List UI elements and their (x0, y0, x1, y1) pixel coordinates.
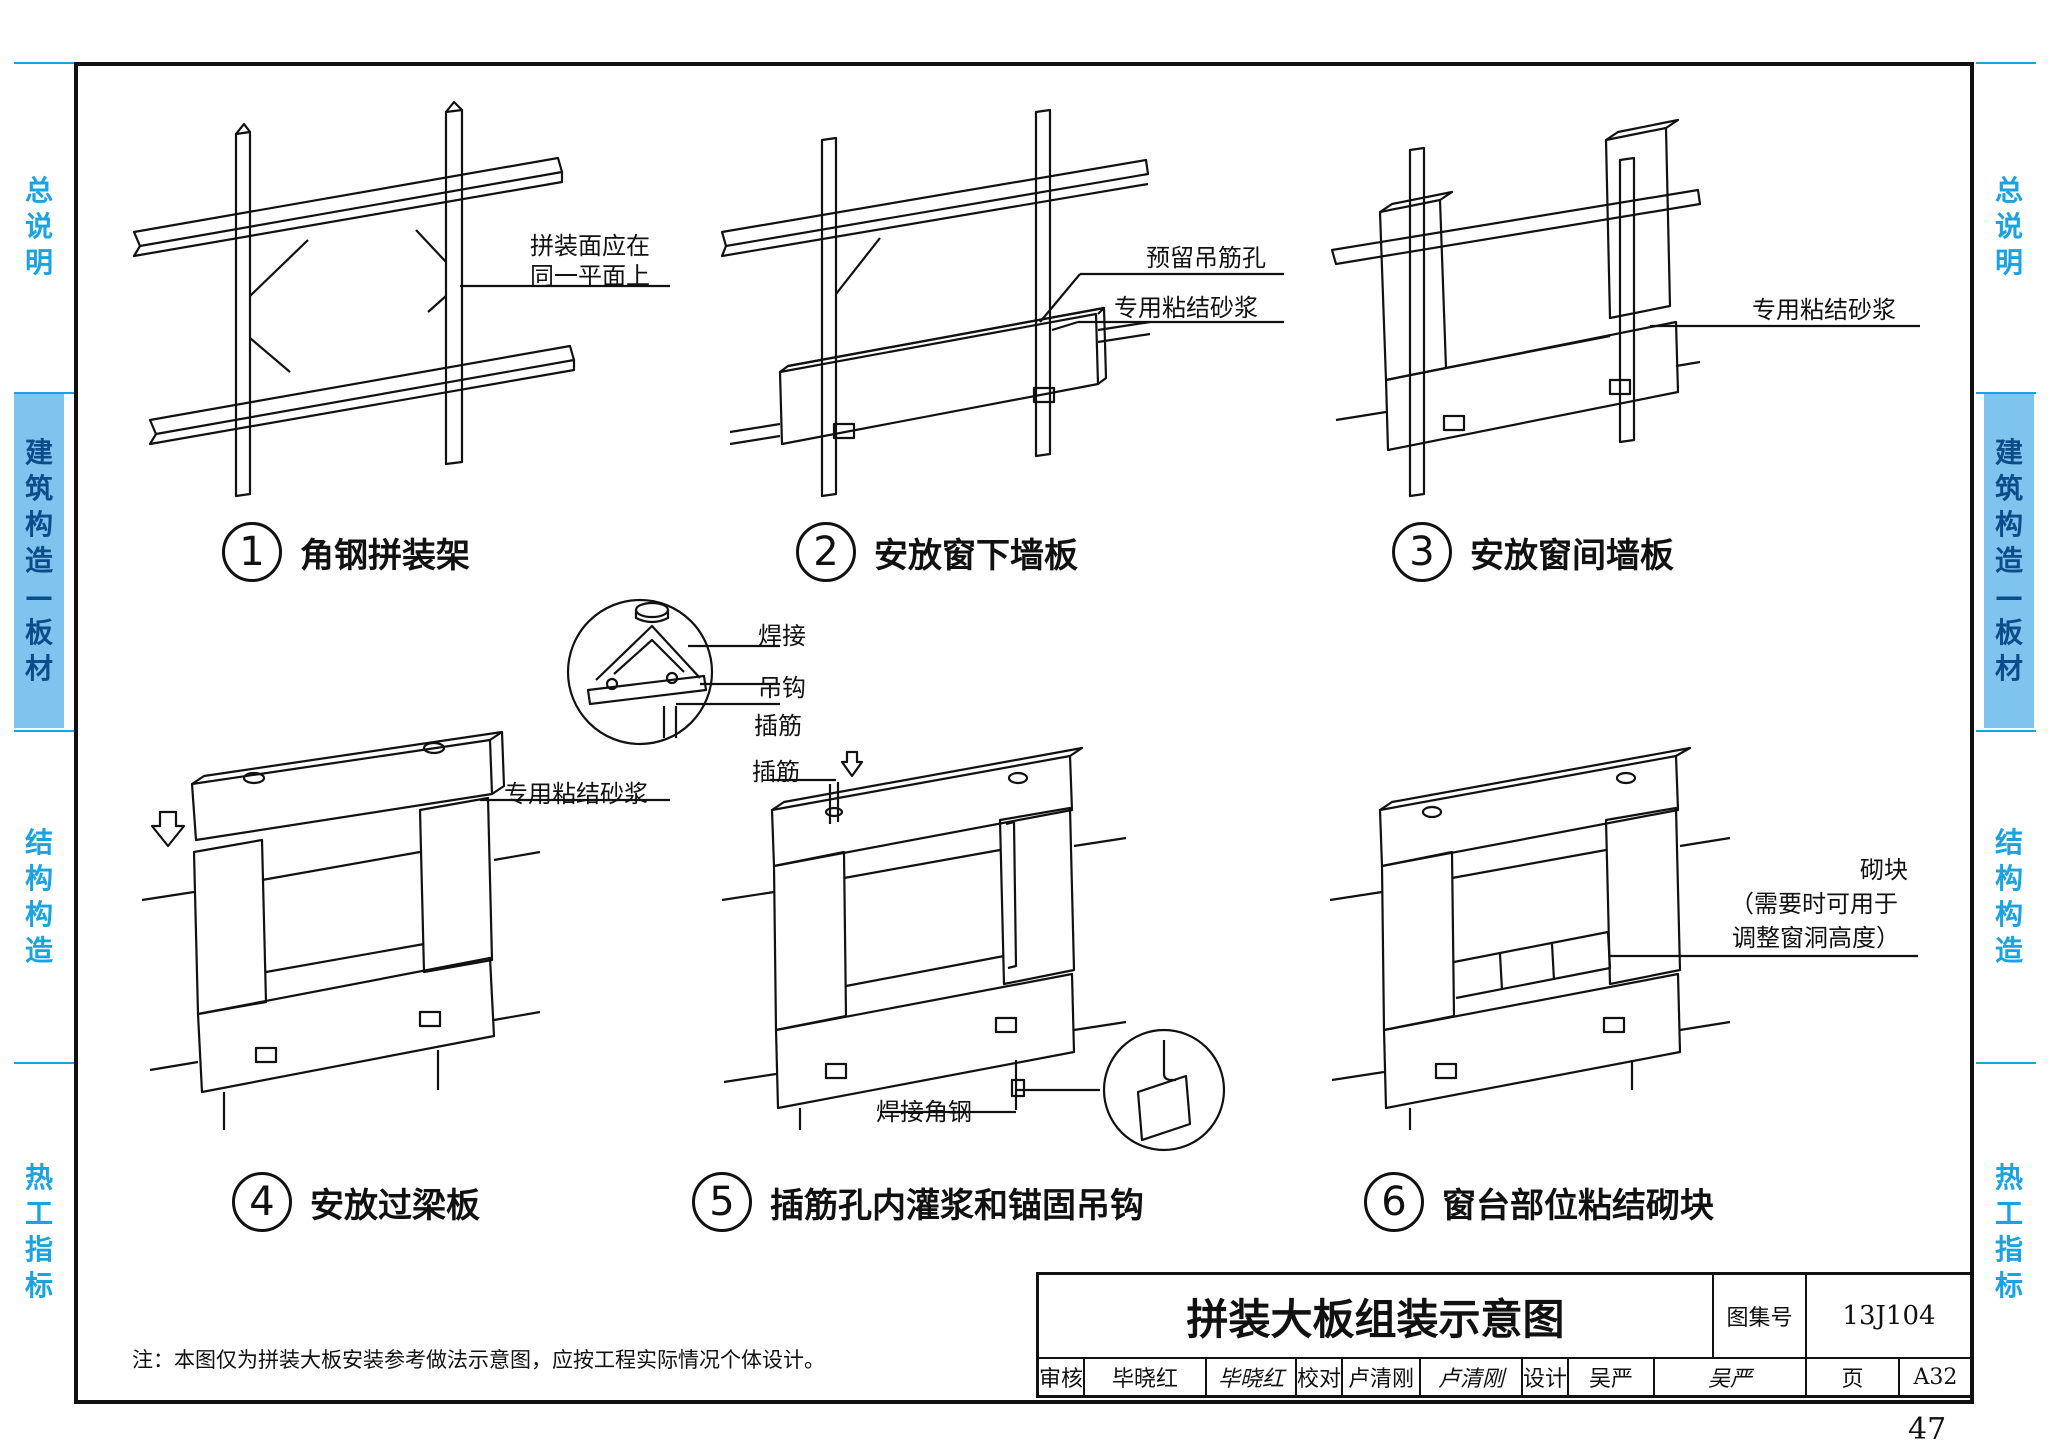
atlas-number: 13J104 (1807, 1275, 1971, 1359)
side-divider (1976, 62, 2036, 64)
check-signature: 卢清刚 (1421, 1359, 1523, 1395)
check-label: 校对 (1297, 1359, 1343, 1395)
step-number: 3 (1392, 522, 1452, 582)
drawing-frame (74, 62, 1974, 1404)
caption-step-1: 1 角钢拼装架 (222, 522, 470, 582)
figure-3-panels (1330, 118, 1920, 498)
caption-step-2: 2 安放窗下墙板 (796, 522, 1078, 582)
step-number: 2 (796, 522, 856, 582)
side-tab-structure[interactable]: 结构构造 (24, 826, 53, 967)
annotation-mortar: 专用粘结砂浆 (1114, 294, 1258, 322)
side-divider (14, 1062, 74, 1064)
page-code: A32 (1913, 1364, 1958, 1390)
drawing-note: 注：本图仅为拼装大板安装参考做法示意图，应按工程实际情况个体设计。 (132, 1348, 825, 1372)
side-tab-thermal-right[interactable]: 热工指标 (1994, 1161, 2023, 1302)
step-number: 5 (692, 1172, 752, 1232)
annotation-block: 调整窗洞高度） (1732, 924, 1900, 952)
side-divider (14, 392, 74, 394)
side-divider (14, 62, 74, 64)
side-divider (14, 730, 74, 732)
side-divider (1976, 1062, 2036, 1064)
side-tab-structure-right[interactable]: 结构构造 (1994, 826, 2023, 967)
step-title: 插筋孔内灌浆和锚固吊钩 (770, 1185, 1144, 1226)
page-number: 47 (1908, 1412, 1947, 1447)
annotation-same-plane: 同一平面上 (530, 262, 650, 290)
caption-step-3: 3 安放窗间墙板 (1392, 522, 1674, 582)
step-number: 4 (232, 1172, 292, 1232)
side-tab-thermal[interactable]: 热工指标 (24, 1161, 53, 1302)
step-title: 安放过梁板 (310, 1185, 480, 1226)
side-divider (1976, 392, 2036, 394)
figure-2-panel (720, 108, 1284, 498)
detail-hook (566, 598, 780, 746)
design-name: 吴严 (1569, 1359, 1655, 1395)
annotation-rebar: 插筋 (752, 758, 800, 786)
design-signature: 吴严 (1655, 1359, 1807, 1395)
review-label: 审核 (1039, 1359, 1085, 1395)
design-label: 设计 (1523, 1359, 1569, 1395)
annotation-reserved-hole: 预留吊筋孔 (1146, 244, 1266, 272)
figure-5-anchor (721, 746, 1127, 1130)
detail-angle (1102, 1028, 1226, 1152)
annotation-mortar: 专用粘结砂浆 (504, 780, 648, 808)
check-name: 卢清刚 (1343, 1359, 1421, 1395)
annotation-weld-angle: 焊接角钢 (876, 1098, 972, 1126)
annotation-hook: 吊钩 (758, 674, 806, 702)
annotation-same-plane: 拼装面应在 (530, 232, 650, 260)
figure-4-lintel (141, 730, 670, 1130)
figure-1-frame (132, 100, 670, 498)
step-title: 安放窗间墙板 (1470, 535, 1674, 576)
step-title: 安放窗下墙板 (874, 535, 1078, 576)
review-signature: 毕晓红 (1207, 1359, 1297, 1395)
caption-step-4: 4 安放过梁板 (232, 1172, 480, 1232)
review-name: 毕晓红 (1085, 1359, 1207, 1395)
drawing-title: 拼装大板组装示意图 (1039, 1275, 1714, 1359)
atlas-label: 图集号 (1714, 1275, 1807, 1359)
annotation-block: 砌块 (1860, 856, 1908, 884)
annotation-rebar: 插筋 (754, 712, 802, 740)
page-label: 页 (1807, 1359, 1900, 1395)
figure-6-blocks (1329, 746, 1918, 1130)
annotation-weld: 焊接 (758, 622, 806, 650)
annotation-mortar: 专用粘结砂浆 (1752, 296, 1896, 324)
step-number: 6 (1364, 1172, 1424, 1232)
step-title: 窗台部位粘结砌块 (1442, 1185, 1714, 1226)
side-tab-general-right[interactable]: 总说明 (1994, 174, 2023, 279)
caption-step-6: 6 窗台部位粘结砌块 (1364, 1172, 1714, 1232)
step-title: 角钢拼装架 (300, 535, 470, 576)
title-block: 拼装大板组装示意图 图集号 13J104 审核 毕晓红 毕晓红 校对 卢清刚 卢… (1036, 1272, 1974, 1398)
annotation-block: （需要时可用于 (1730, 890, 1898, 918)
side-tab-building[interactable]: 建筑构造—板材 (14, 394, 64, 728)
caption-step-5: 5 插筋孔内灌浆和锚固吊钩 (692, 1172, 1144, 1232)
step-number: 1 (222, 522, 282, 582)
side-tab-building-right[interactable]: 建筑构造—板材 (1984, 394, 2034, 728)
side-tab-general[interactable]: 总说明 (24, 174, 53, 279)
side-divider (1976, 730, 2036, 732)
